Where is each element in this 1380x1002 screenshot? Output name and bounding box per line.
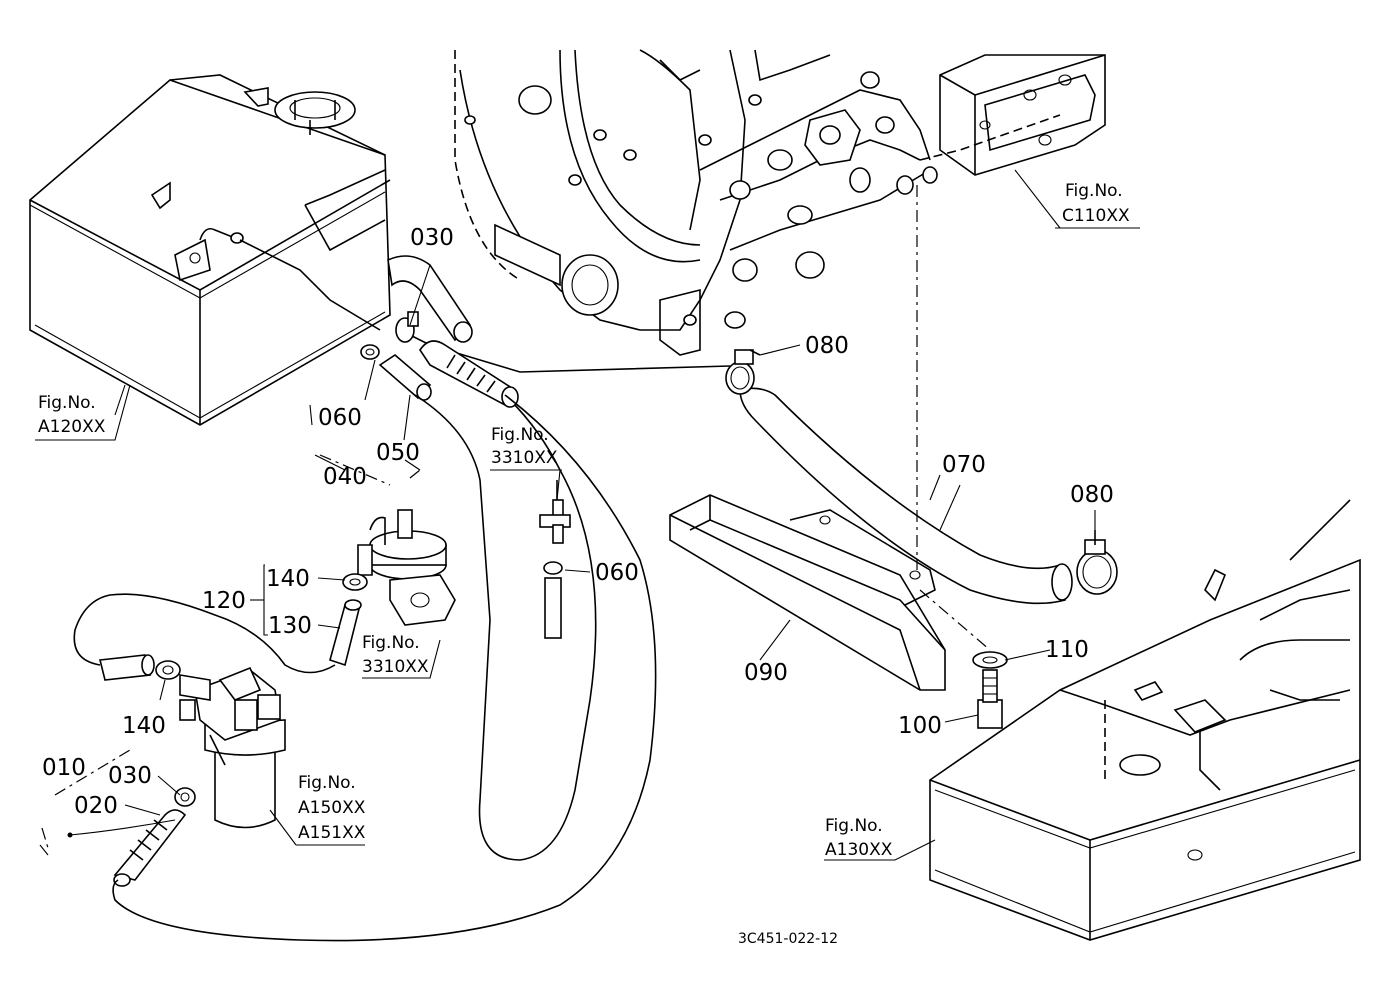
label-010: 010 <box>42 755 86 781</box>
svg-text:A150XX: A150XX <box>298 798 366 818</box>
figref-a150xx-a151xx[interactable]: Fig.No. A150XX A151XX <box>298 773 366 843</box>
fuel-filter <box>179 666 286 829</box>
label-030-lower: 030 <box>108 763 152 789</box>
svg-text:A120XX: A120XX <box>38 417 106 437</box>
return-pipe <box>387 255 473 343</box>
diagram-code: 3C451-022-12 <box>738 931 838 947</box>
right-fuel-tank <box>929 499 1361 941</box>
hose-clamp-060-left <box>360 344 380 360</box>
label-120: 120 <box>202 588 246 614</box>
label-080-right: 080 <box>1070 482 1114 508</box>
label-090: 090 <box>744 660 788 686</box>
hose-clamp-080-upper <box>725 349 761 395</box>
reference-dot <box>67 832 73 838</box>
figref-a120xx[interactable]: Fig.No. A120XX <box>38 393 106 437</box>
svg-text:3310XX: 3310XX <box>491 448 558 468</box>
figref-3310xx-top[interactable]: Fig.No. 3310XX <box>491 425 558 468</box>
label-140-upper: 140 <box>266 566 310 592</box>
svg-text:C110XX: C110XX <box>1062 206 1130 226</box>
label-040: 040 <box>323 464 367 490</box>
engine-flywheel-housing <box>454 49 938 356</box>
label-060-right: 060 <box>595 560 639 586</box>
transmission-housing <box>919 54 1106 176</box>
label-020: 020 <box>74 793 118 819</box>
hose-clamp-140-lower <box>155 660 181 680</box>
svg-text:Fig.No.: Fig.No. <box>362 633 420 653</box>
fuel-hose-ribbed <box>419 340 519 408</box>
svg-text:Fig.No.: Fig.No. <box>298 773 356 793</box>
label-110: 110 <box>1045 637 1089 663</box>
left-fuel-tank <box>29 74 391 426</box>
washer-110 <box>972 651 1008 669</box>
label-050: 050 <box>376 440 420 466</box>
label-070: 070 <box>942 452 986 478</box>
svg-text:Fig.No.: Fig.No. <box>491 425 549 445</box>
fuel-line-inlet <box>69 819 176 836</box>
return-hose-070 <box>739 387 1073 605</box>
figref-c110xx[interactable]: Fig.No. C110XX <box>1062 181 1130 226</box>
label-130: 130 <box>268 613 312 639</box>
svg-text:A130XX: A130XX <box>825 840 893 860</box>
leader-lines <box>35 169 1140 861</box>
part-labels: 030 080 060 050 040 060 070 080 110 100 … <box>42 225 1114 819</box>
fuel-line-supply <box>112 394 657 942</box>
label-060-left: 060 <box>318 405 362 431</box>
label-080-upper: 080 <box>805 333 849 359</box>
figref-3310xx-pump[interactable]: Fig.No. 3310XX <box>362 633 429 677</box>
label-140-lower: 140 <box>122 713 166 739</box>
hose-clamp-030-top <box>395 311 419 343</box>
fuel-hose-lower <box>99 654 211 701</box>
fuel-hose-020 <box>113 809 187 887</box>
hose-clamp-140-upper <box>342 573 368 591</box>
svg-text:Fig.No.: Fig.No. <box>38 393 96 413</box>
hose-clamp-080-right <box>1076 530 1118 595</box>
svg-text:Fig.No.: Fig.No. <box>1065 181 1123 201</box>
label-100: 100 <box>898 713 942 739</box>
tee-joint <box>539 480 571 639</box>
label-030-top: 030 <box>410 225 454 251</box>
figref-a130xx[interactable]: Fig.No. A130XX <box>825 816 893 860</box>
figure-references: Fig.No. A120XX Fig.No. C110XX Fig.No. 33… <box>38 181 1130 860</box>
svg-text:A151XX: A151XX <box>298 823 366 843</box>
svg-text:3310XX: 3310XX <box>362 657 429 677</box>
fuel-pipe-130 <box>329 599 362 667</box>
bolt-100 <box>977 669 1003 729</box>
fuel-line-filter-to-pump <box>73 593 336 674</box>
hose-clamp-030-lower <box>174 787 196 807</box>
svg-text:Fig.No.: Fig.No. <box>825 816 883 836</box>
fuel-tank-bracket-090 <box>669 494 946 691</box>
fuel-pump <box>357 509 456 626</box>
